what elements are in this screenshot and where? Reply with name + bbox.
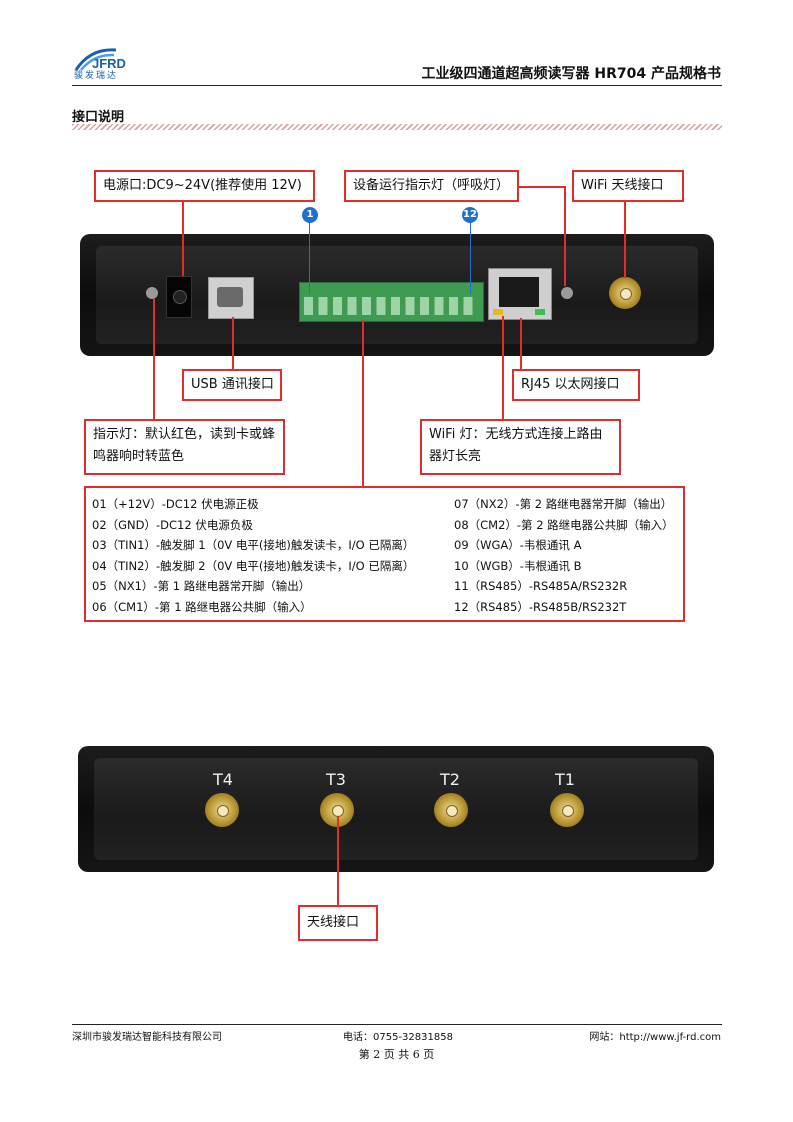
footer-company: 深圳市骏发瑞达智能科技有限公司 <box>72 1032 222 1043</box>
pin-item: 05（NX1）-第 1 路继电器常开脚（输出） <box>92 579 311 593</box>
device-front-panel <box>78 746 714 872</box>
antenna-connector-t3 <box>320 793 354 827</box>
pin-item: 02（GND）-DC12 伏电源负极 <box>92 517 253 532</box>
callout-indicator-led: 指示灯：默认红色，读到卡或蜂鸣器响时转蓝色 <box>84 419 285 475</box>
pin-item: 10（WGB）-韦根通讯 B <box>454 558 582 573</box>
antenna-label-t3: T3 <box>326 770 346 789</box>
document-title: 工业级四通道超高频读写器 HR704 产品规格书 <box>421 66 721 82</box>
pin-item: 07（NX2）-第 2 路继电器常开脚（输出） <box>454 497 673 511</box>
callout-wifi-antenna: WiFi 天线接口 <box>572 170 684 202</box>
callout-power-port: 电源口:DC9~24V(推荐使用 12V) <box>94 170 315 202</box>
pin-item: 03（TIN1）-触发脚 1（0V 电平(接地)触发读卡，I/O 已隔离） <box>92 538 415 552</box>
pin-item: 04（TIN2）-触发脚 2（0V 电平(接地)触发读卡，I/O 已隔离） <box>92 558 415 573</box>
antenna-label-t2: T2 <box>440 770 460 789</box>
usb-port <box>208 277 254 319</box>
pin-item: 01（+12V）-DC12 伏电源正极 <box>92 497 259 511</box>
pin-list-left: 01（+12V）-DC12 伏电源正极 02（GND）-DC12 伏电源负极 0… <box>92 494 414 617</box>
pin-item: 08（CM2）-第 2 路继电器公共脚（输入） <box>454 517 674 532</box>
terminal-block <box>299 282 484 322</box>
svg-text:JFRD: JFRD <box>92 56 126 71</box>
footer-phone: 电话：0755-32831858 <box>343 1032 453 1043</box>
antenna-connector-t2 <box>434 793 468 827</box>
callout-run-led: 设备运行指示灯（呼吸灯） <box>344 170 519 202</box>
dc-power-jack <box>166 276 192 318</box>
section-hatch-divider <box>72 124 722 130</box>
pin-1-badge: 1 <box>302 207 318 223</box>
company-logo: JFRD <box>72 44 132 84</box>
pin-item: 06（CM1）-第 1 路继电器公共脚（输入） <box>92 599 312 614</box>
indicator-led <box>146 287 158 299</box>
pin-12-badge: 12 <box>462 207 478 223</box>
antenna-label-t1: T1 <box>555 770 575 789</box>
pin-item: 11（RS485）-RS485A/RS232R <box>454 579 628 593</box>
callout-rj45: RJ45 以太网接口 <box>512 369 640 401</box>
rj45-port <box>488 268 552 320</box>
antenna-label-t4: T4 <box>213 770 233 789</box>
header-divider <box>72 85 722 86</box>
callout-wifi-led: WiFi 灯：无线方式连接上路由器灯长亮 <box>420 419 621 475</box>
antenna-connector-t1 <box>550 793 584 827</box>
footer-website: 网站：http://www.jf-rd.com <box>589 1032 721 1043</box>
logo-text: 骏发瑞达 <box>74 71 119 81</box>
pin-item: 09（WGA）-韦根通讯 A <box>454 538 582 552</box>
run-led <box>561 287 573 299</box>
callout-usb: USB 通讯接口 <box>182 369 282 401</box>
section-title: 接口说明 <box>72 110 125 125</box>
pin-definition-box: 01（+12V）-DC12 伏电源正极 02（GND）-DC12 伏电源负极 0… <box>84 486 685 622</box>
antenna-connector-t4 <box>205 793 239 827</box>
wifi-antenna-connector <box>609 277 641 309</box>
callout-antenna: 天线接口 <box>298 905 378 941</box>
page-number: 第 2 页 共 6 页 <box>358 1048 435 1061</box>
pin-item: 12（RS485）-RS485B/RS232T <box>454 599 627 614</box>
footer-divider <box>72 1024 722 1025</box>
pin-list-right: 07（NX2）-第 2 路继电器常开脚（输出） 08（CM2）-第 2 路继电器… <box>454 494 674 617</box>
